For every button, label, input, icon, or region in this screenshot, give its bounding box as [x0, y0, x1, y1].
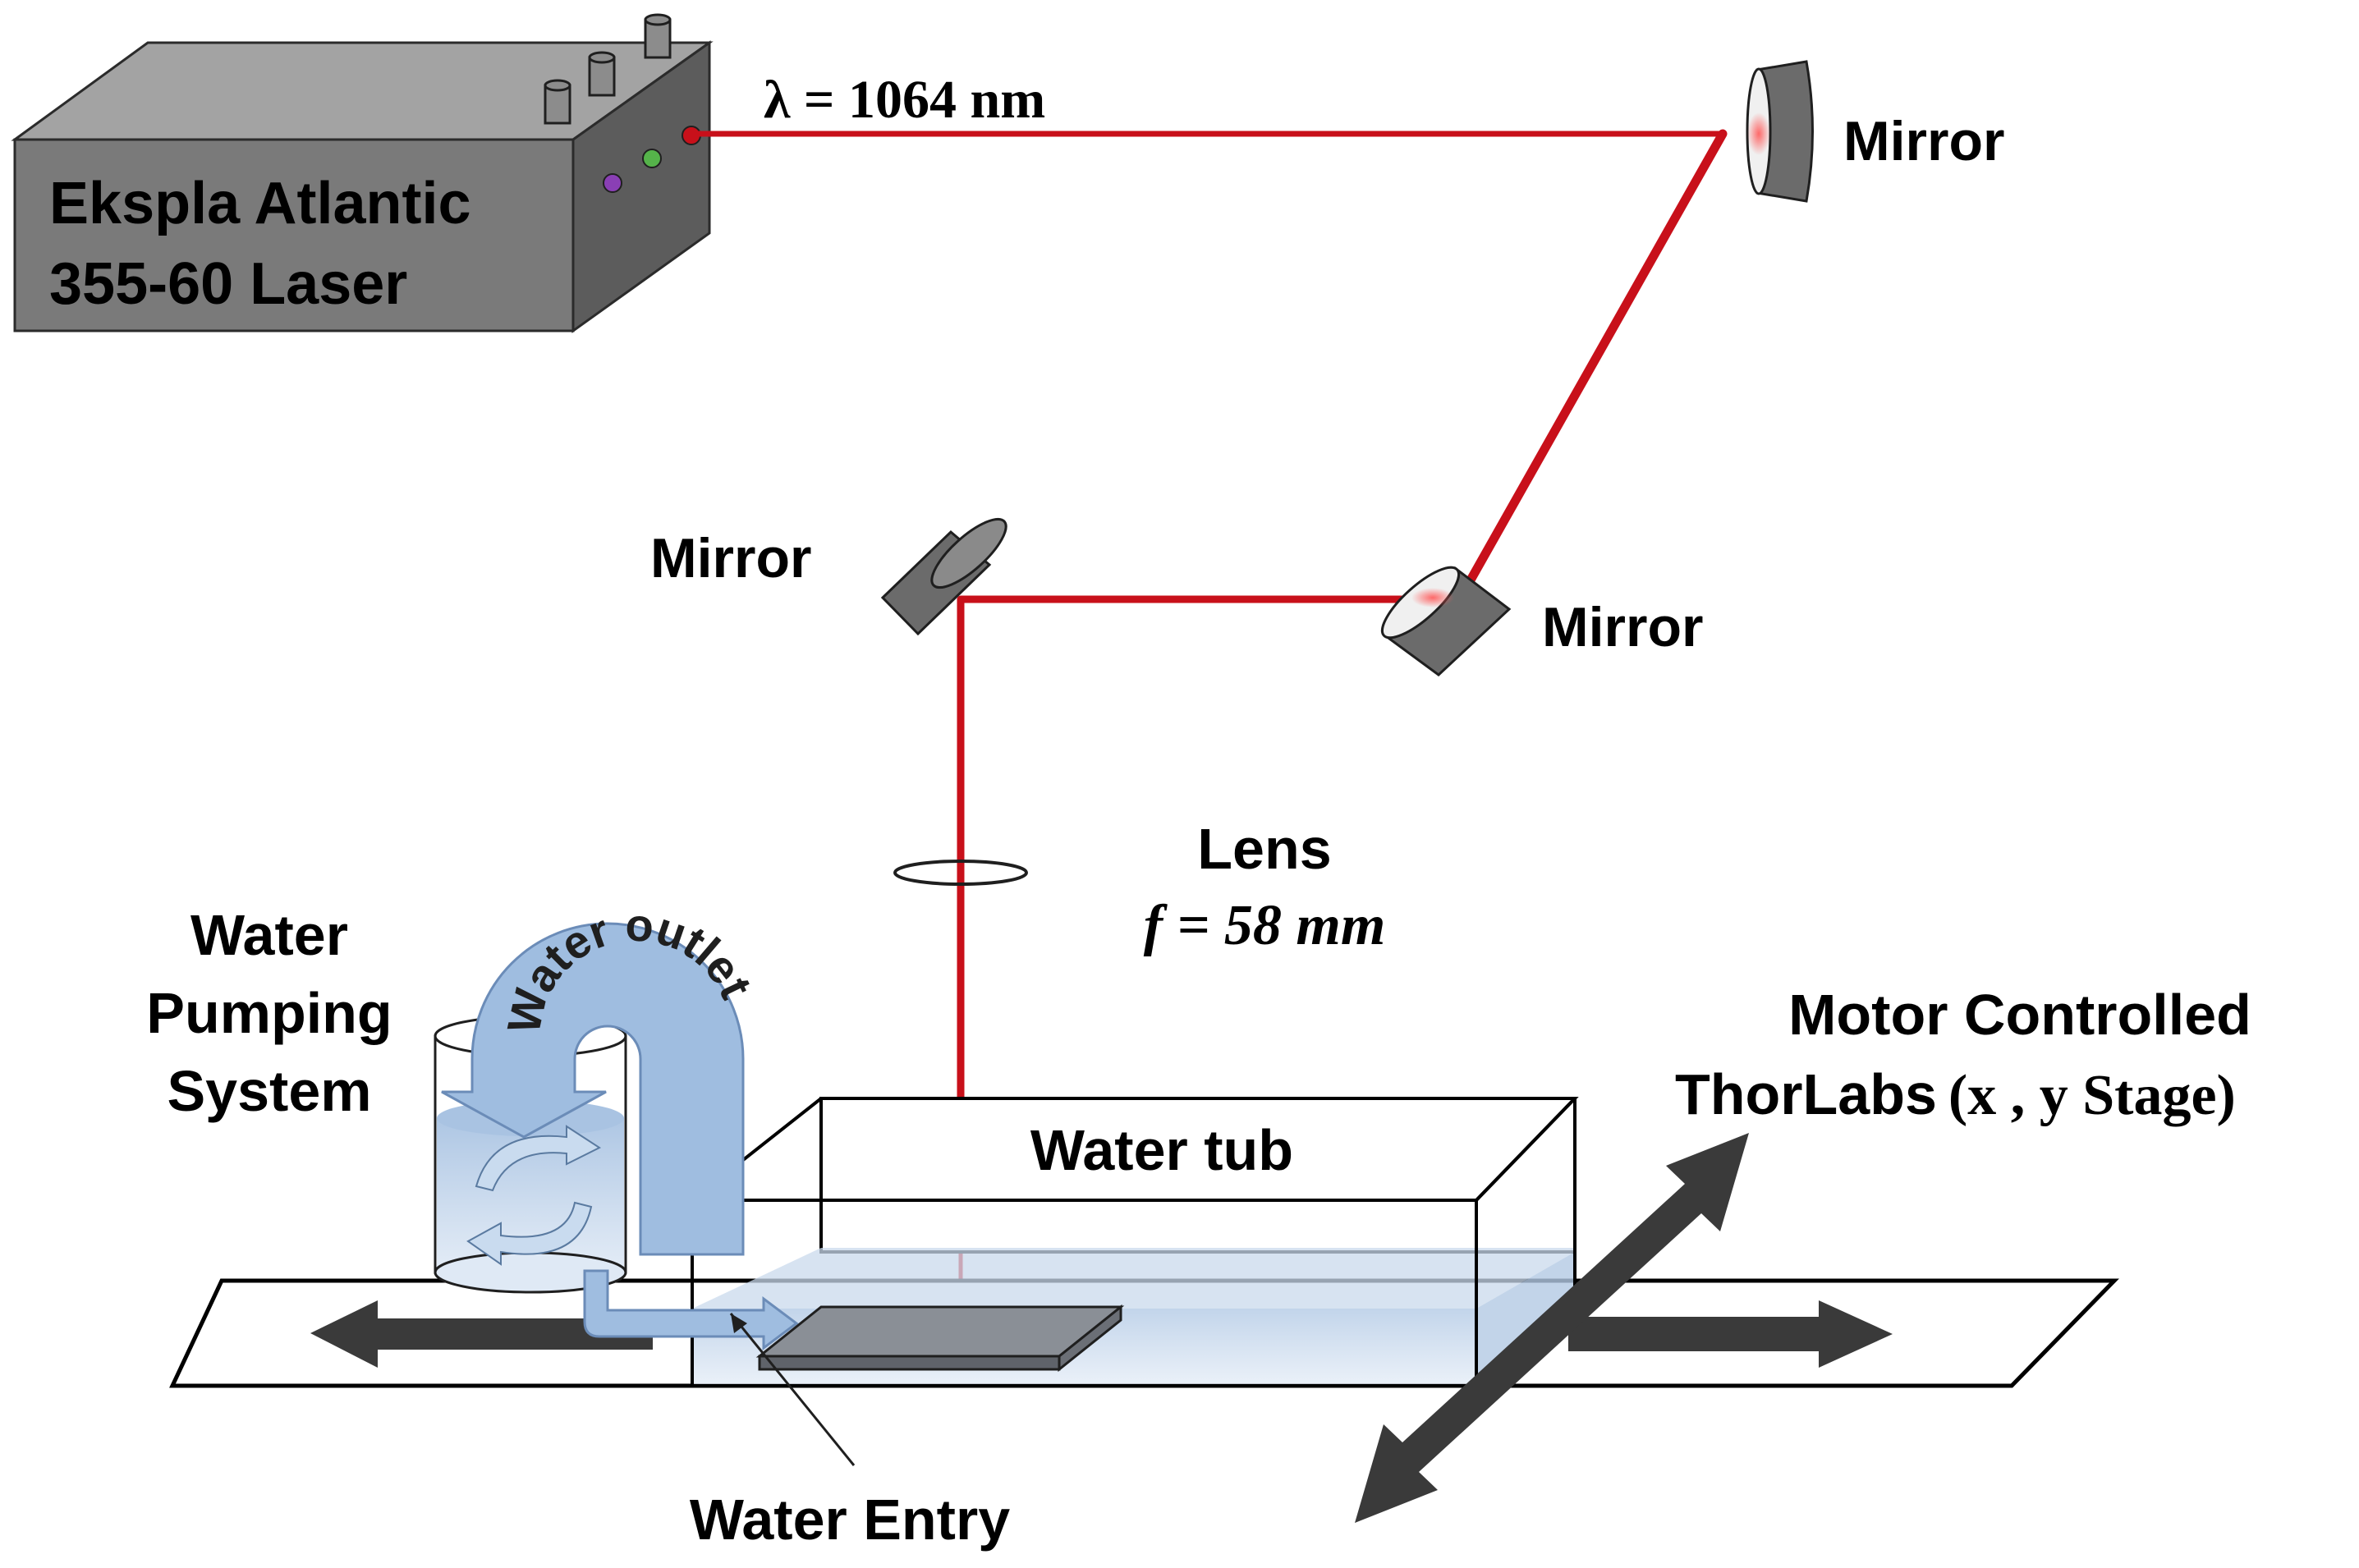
stage-label-thorlabs: ThorLabs [1675, 1062, 1937, 1126]
laser-box: Ekspla Atlantic 355-60 Laser [11, 13, 714, 333]
tub-water [692, 1248, 1575, 1309]
stage-label-line2: ThorLabs(x , y Stage) [1675, 1062, 2236, 1127]
stage-diagonal-arrow-icon [1355, 1133, 1749, 1523]
laser-label-line2: 355-60 Laser [49, 251, 407, 317]
stage-left-arrow-icon [310, 1300, 653, 1368]
water-outlet-pipe [441, 922, 745, 1256]
water-entry-pointer [729, 1313, 856, 1466]
stage-label-line1: Motor Controlled [1788, 983, 2251, 1047]
sample-plate [755, 1304, 1125, 1373]
water-entry-pointer-head-icon [731, 1314, 747, 1333]
lens-icon [893, 860, 1028, 886]
stage-right-arrow-icon [1568, 1300, 1893, 1368]
laser-led-green-icon [642, 149, 662, 168]
laser-label-line1: Ekspla Atlantic [49, 171, 471, 236]
laser-knobs [544, 13, 672, 125]
beam-segment-2 [1457, 129, 1728, 601]
pump-label-line2: Pumping [146, 981, 392, 1045]
mirror-top [1746, 60, 1814, 203]
laser-front-face [13, 138, 575, 332]
water-entry-label: Water Entry [690, 1488, 1010, 1552]
pump-label-line1: Water [190, 903, 348, 967]
mirror-top-label: Mirror [1843, 110, 2004, 172]
recirculation-arrow-bottom-icon [466, 1201, 593, 1266]
pump-label-line3: System [167, 1059, 371, 1123]
mirror-right [1380, 566, 1512, 676]
beam-segment-3 [957, 595, 1441, 1104]
water-tub-label: Water tub [1030, 1118, 1293, 1182]
recirculation-arrow-top-icon [475, 1125, 602, 1192]
mirror-left [880, 517, 1007, 636]
wavelength-label: λ = 1064 nm [764, 70, 1045, 130]
mirror-left-label: Mirror [650, 527, 811, 589]
lens-focal-length: f = 58 mm [1144, 894, 1386, 957]
lens-title: Lens [1197, 817, 1331, 881]
stage-label-xy: (x , y Stage) [1948, 1064, 2236, 1127]
mirror-right-label: Mirror [1542, 596, 1703, 658]
laser-led-purple-icon [603, 173, 622, 193]
